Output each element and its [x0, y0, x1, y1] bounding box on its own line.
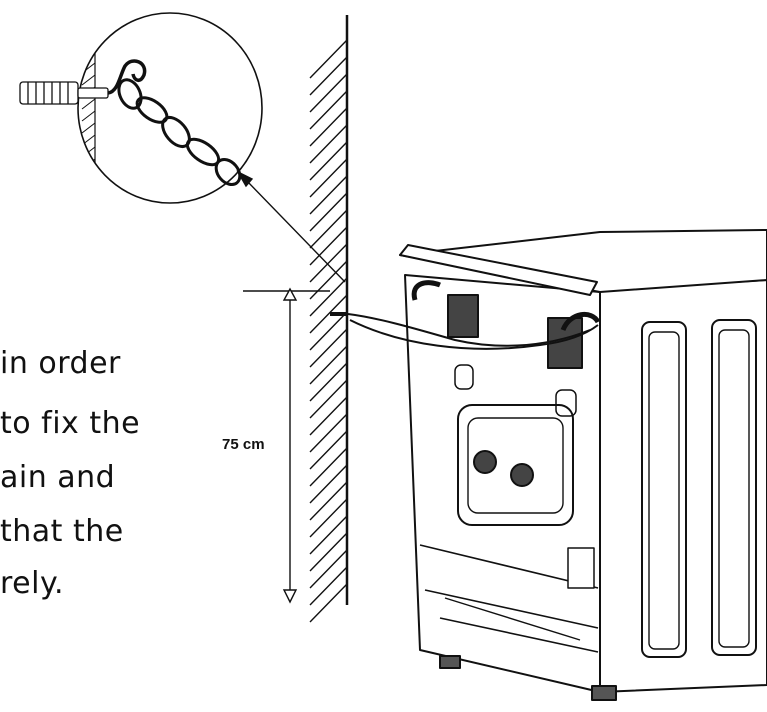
wall-hatch-line	[309, 583, 348, 623]
wall-hatch-line	[309, 311, 348, 351]
chain-line	[330, 312, 599, 350]
caption-line-4: that the	[0, 514, 124, 549]
wall-hatch-line	[309, 294, 348, 334]
detail-hatch-line	[81, 98, 96, 110]
wall-hatch-line	[309, 396, 348, 436]
wall-hatch-line	[309, 430, 348, 470]
wall-hatch-line	[309, 124, 348, 164]
wall-hatch-line	[309, 56, 348, 96]
wall-hatch-line	[309, 566, 348, 606]
wall-hatch-line	[309, 464, 348, 504]
wall	[309, 15, 349, 623]
wall-hatch-line	[309, 362, 348, 402]
caption-line-5: rely.	[0, 566, 64, 601]
chain-icon	[117, 78, 242, 187]
wall-hatch-line	[309, 226, 348, 266]
detail-hatch-line	[81, 182, 96, 194]
caption-line-1: in order	[0, 346, 121, 381]
hook-icon	[107, 59, 147, 95]
detail-hatch-line	[81, 110, 96, 122]
wall-hatch-line	[309, 328, 348, 368]
detail-hatch-line	[81, 26, 96, 38]
wall-hatch-line	[309, 260, 348, 300]
detail-hatch-line	[81, 170, 96, 182]
wall-hatch-line	[309, 481, 348, 521]
wall-hatch-line	[309, 549, 348, 589]
wall-hatch-line	[309, 175, 348, 215]
height-measure-label: 75 cm	[222, 436, 265, 453]
wall-hatch-line	[309, 532, 348, 572]
wall-hatch-line	[309, 39, 348, 79]
detail-hatch-line	[81, 74, 96, 86]
wall-plug-icon	[19, 81, 109, 105]
wall-hatch-line	[309, 277, 348, 317]
detail-hatch-line	[81, 38, 96, 50]
detail-hatch-line	[81, 14, 96, 26]
wall-hatch-line	[309, 141, 348, 181]
wall-hatch-line	[309, 107, 348, 147]
detail-leader-arrow	[236, 170, 346, 283]
wall-hatch-line	[309, 209, 348, 249]
wall-hatch-line	[309, 413, 348, 453]
wall-hatch-line	[309, 345, 348, 385]
wall-hatch-line	[309, 243, 348, 283]
wall-hatch-line	[309, 192, 348, 232]
wall-hatch-line	[309, 498, 348, 538]
wall-hatch-line	[309, 90, 348, 130]
washing-machine-icon	[399, 229, 767, 701]
wall-hatch-line	[309, 379, 348, 419]
wall-hatch-line	[309, 447, 348, 487]
detail-hatch-line	[81, 122, 96, 134]
chain-hook-detail	[19, 12, 263, 204]
wall-hatch-line	[309, 158, 348, 198]
detail-hatch-line	[81, 194, 96, 203]
wall-hatch-line	[309, 73, 348, 113]
caption-line-2: to fix the	[0, 406, 141, 441]
caption-line-3: ain and	[0, 460, 116, 495]
wall-hatch-line	[309, 515, 348, 555]
height-dimension	[243, 287, 330, 604]
